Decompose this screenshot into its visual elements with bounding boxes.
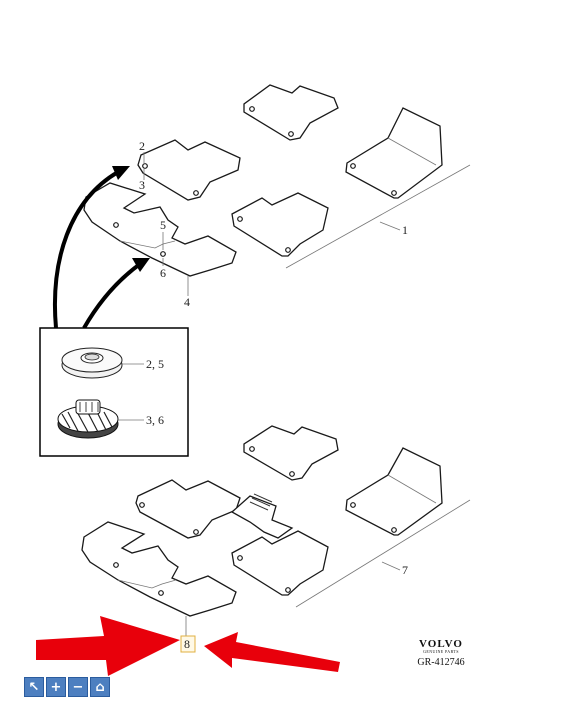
callout-3-6[interactable]: 3, 6	[146, 413, 164, 427]
mat-rear-small-lower[interactable]	[243, 425, 339, 481]
viewer-toolbar: ↖ + − ⌂	[24, 677, 110, 697]
mat-cargo-upper[interactable]	[345, 107, 443, 199]
callout-2-5[interactable]: 2, 5	[146, 357, 164, 371]
lower-mat-set: 7 8	[81, 425, 471, 653]
zoom-out-button[interactable]: −	[68, 677, 88, 697]
diagram-code: GR-412746	[417, 657, 465, 668]
brand-subtitle: GENUINE PARTS	[423, 649, 459, 654]
pointer-arrow-lower	[82, 262, 142, 329]
home-button[interactable]: ⌂	[90, 677, 110, 697]
mat-front-left[interactable]	[137, 139, 241, 201]
mat-mid-right[interactable]	[231, 192, 329, 257]
mat-tunnel[interactable]	[230, 495, 294, 539]
upper-mat-set: 2 3 5 6 4 1	[53, 84, 471, 329]
brand-block: VOLVO GENUINE PARTS GR-412746	[412, 638, 470, 668]
minus-icon: −	[72, 679, 84, 695]
callout-2[interactable]: 2	[139, 139, 145, 153]
mat-rear-left-large-lower[interactable]	[81, 521, 237, 617]
mat-front-left-lower[interactable]	[135, 479, 241, 539]
callout-8[interactable]: 8	[184, 637, 190, 651]
plus-icon: +	[50, 679, 62, 695]
callout-8-highlight	[180, 635, 196, 653]
callout-4[interactable]: 4	[184, 295, 190, 309]
volvo-logo: VOLVO	[419, 638, 463, 650]
pointer-arrow-upper	[53, 170, 120, 329]
home-icon: ⌂	[95, 679, 105, 695]
mat-mid-right-lower[interactable]	[231, 530, 329, 596]
fastener-detail-box: 2, 5 3, 6	[39, 327, 189, 457]
callout-7[interactable]: 7	[402, 563, 408, 577]
select-pointer-button[interactable]: ↖	[24, 677, 44, 697]
mat-rear-left-large[interactable]	[83, 182, 237, 277]
red-arrow-left	[36, 616, 180, 676]
callout-1[interactable]: 1	[402, 223, 408, 237]
callout-6[interactable]: 6	[160, 266, 166, 280]
mat-rear-small[interactable]	[243, 84, 339, 141]
pointer-icon: ↖	[28, 679, 40, 695]
callout-5[interactable]: 5	[160, 218, 166, 232]
red-highlight-arrows	[36, 616, 340, 676]
red-arrow-right	[204, 632, 340, 672]
callout-3[interactable]: 3	[139, 178, 145, 192]
mat-cargo-lower[interactable]	[345, 447, 443, 536]
zoom-in-button[interactable]: +	[46, 677, 66, 697]
